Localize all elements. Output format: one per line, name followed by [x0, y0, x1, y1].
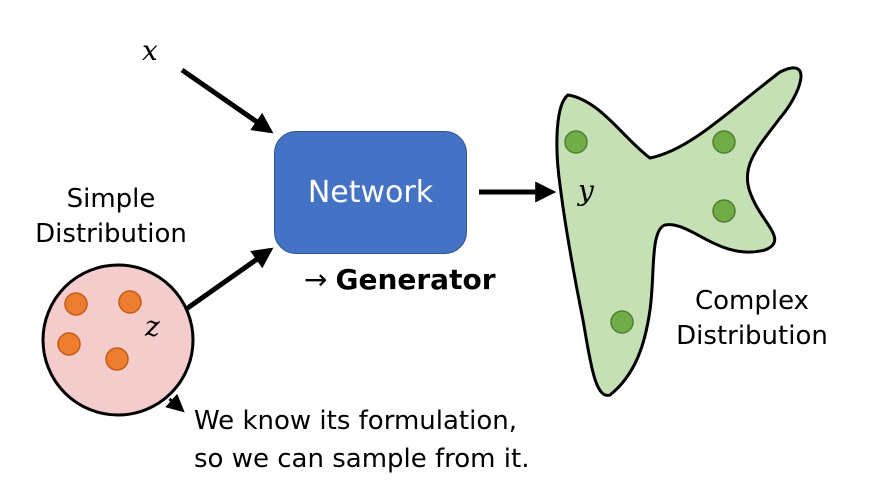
complex-sample-dots [564, 130, 736, 334]
simple-label-line2: Distribution [35, 219, 187, 249]
complex-distribution-label: Complex Distribution [664, 284, 840, 354]
sample-dot [64, 292, 88, 316]
network-label: Network [307, 175, 434, 210]
sample-dot [564, 130, 588, 154]
sample-dot [712, 199, 736, 223]
simple-distribution-label: Simple Distribution [22, 182, 200, 252]
x-variable-label: x [142, 34, 158, 67]
sample-dot [57, 332, 81, 356]
z-variable-label: z [145, 310, 160, 343]
y-variable-label: y [578, 174, 594, 207]
right-arrow-icon: → [304, 263, 328, 296]
complex-label-line1: Complex [694, 286, 810, 316]
simple-sample-dots [57, 290, 142, 371]
arrow-x-to-network [180, 67, 274, 134]
network-box: Network [274, 131, 467, 254]
sample-dot [118, 290, 142, 314]
note-line2: so we can sample from it. [194, 444, 530, 474]
sampling-note: We know its formulation, so we can sampl… [194, 402, 529, 478]
generator-label: →Generator [304, 263, 496, 296]
sample-dot [712, 130, 736, 154]
sample-dot [105, 347, 129, 371]
complex-label-line2: Distribution [676, 321, 828, 351]
sample-dot [610, 310, 634, 334]
note-line1: We know its formulation, [194, 406, 517, 436]
simple-label-line1: Simple [66, 184, 156, 214]
generator-text: Generator [335, 263, 496, 296]
arrow-z-to-network [180, 247, 274, 315]
